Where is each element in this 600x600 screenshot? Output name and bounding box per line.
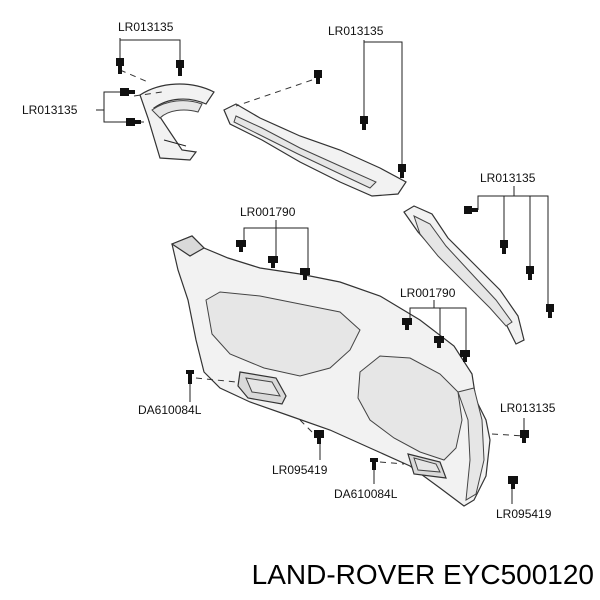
screw-icon: [370, 458, 378, 470]
clip-icon: [526, 266, 534, 280]
clip-icon: [236, 240, 246, 252]
part-label: LR013135: [480, 171, 536, 185]
clip-icon: [508, 476, 518, 489]
clip-icon: [314, 70, 322, 84]
screw-icon: [186, 370, 194, 384]
part-label: LR095419: [496, 507, 552, 521]
right-pillar-trim: [403, 205, 525, 345]
dash-line: [119, 69, 149, 83]
part-label: LR013135: [22, 103, 78, 117]
part-label: LR013135: [328, 24, 384, 38]
part-number-title: LAND-ROVER EYC500120: [252, 559, 594, 590]
dash-line: [379, 461, 405, 465]
clip-icon: [268, 256, 278, 268]
dash-line: [299, 419, 317, 437]
clip-icon: [402, 318, 412, 330]
dash-line: [133, 91, 163, 97]
clip-icon: [314, 430, 324, 444]
tailgate-trim-panel: [170, 235, 491, 507]
clip-icon: [116, 58, 124, 74]
upper-center-trim-strip: [223, 103, 407, 197]
clip-icon: [120, 88, 135, 96]
fastener-clips: [116, 58, 554, 489]
clip-icon: [520, 430, 529, 443]
part-label: LR013135: [118, 20, 174, 34]
part-label: LR013135: [500, 401, 556, 415]
part-label: LR001790: [240, 205, 296, 219]
clip-icon: [434, 336, 444, 348]
dash-line: [235, 79, 313, 107]
part-label: DA610084L: [334, 487, 398, 501]
part-label: DA610084L: [138, 403, 202, 417]
clip-icon: [126, 118, 141, 126]
dash-line: [491, 433, 525, 437]
clip-icon: [546, 304, 554, 318]
part-label: LR001790: [400, 286, 456, 300]
upper-left-trim-piece: [139, 83, 215, 161]
part-label: LR095419: [272, 463, 328, 477]
clip-icon: [360, 116, 368, 130]
leader-lines: [96, 38, 549, 504]
dash-line: [195, 377, 237, 383]
clip-icon: [398, 164, 406, 178]
clip-icon: [176, 60, 184, 76]
clip-icon: [500, 240, 508, 254]
clip-icon: [300, 268, 310, 280]
clip-icon: [460, 350, 470, 362]
clip-icon: [464, 206, 478, 214]
